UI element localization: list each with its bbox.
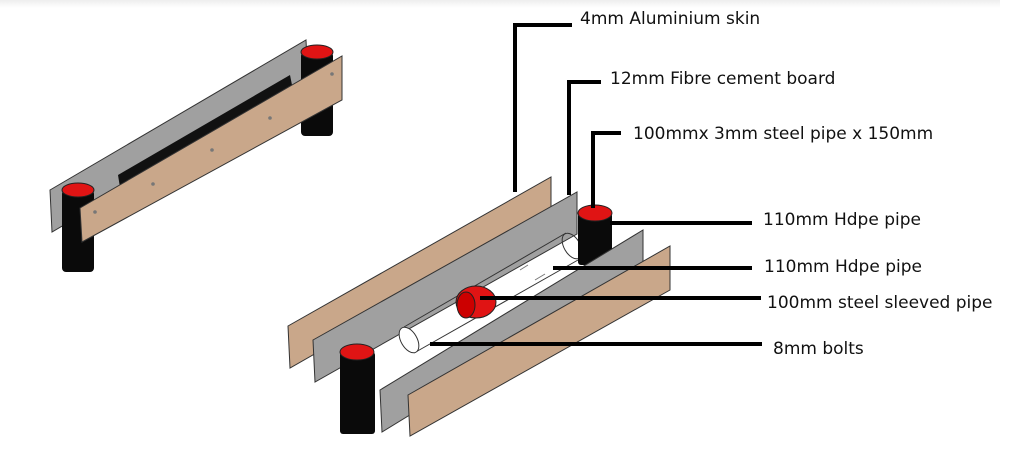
leader-fibre-board — [567, 80, 601, 195]
back-aluminium-skin — [312, 191, 578, 383]
assembled-view — [49, 39, 343, 272]
label-hdpe-pipe-2: 110mm Hdpe pipe — [764, 257, 922, 277]
front-fibre-board — [407, 245, 671, 437]
exploded-view — [287, 176, 671, 437]
assembled-bolts — [93, 72, 334, 214]
leader-steel-pipe — [591, 131, 621, 208]
label-fibre-board: 12mm Fibre cement board — [610, 69, 836, 89]
label-bolts: 8mm bolts — [773, 339, 864, 359]
label-steel-pipe: 100mmx 3mm steel pipe x 150mm — [633, 124, 934, 144]
label-sleeved-pipe: 100mm steel sleeved pipe — [767, 293, 993, 313]
assembled-right-pipe-cap — [300, 44, 334, 60]
right-steel-pipe — [578, 213, 612, 265]
label-hdpe-pipe-1: 110mm Hdpe pipe — [763, 210, 921, 230]
label-aluminium-skin: 4mm Aluminium skin — [580, 9, 761, 29]
left-steel-pipe — [340, 352, 375, 434]
steel-sleeved-pipe — [455, 285, 497, 319]
left-steel-pipe-cap — [339, 343, 375, 361]
top-shadow — [0, 0, 1000, 8]
hdpe-tube — [398, 232, 583, 354]
assembled-left-pipe-cap — [61, 182, 95, 198]
leader-lines — [430, 23, 762, 346]
leader-aluminium-skin — [513, 23, 572, 192]
